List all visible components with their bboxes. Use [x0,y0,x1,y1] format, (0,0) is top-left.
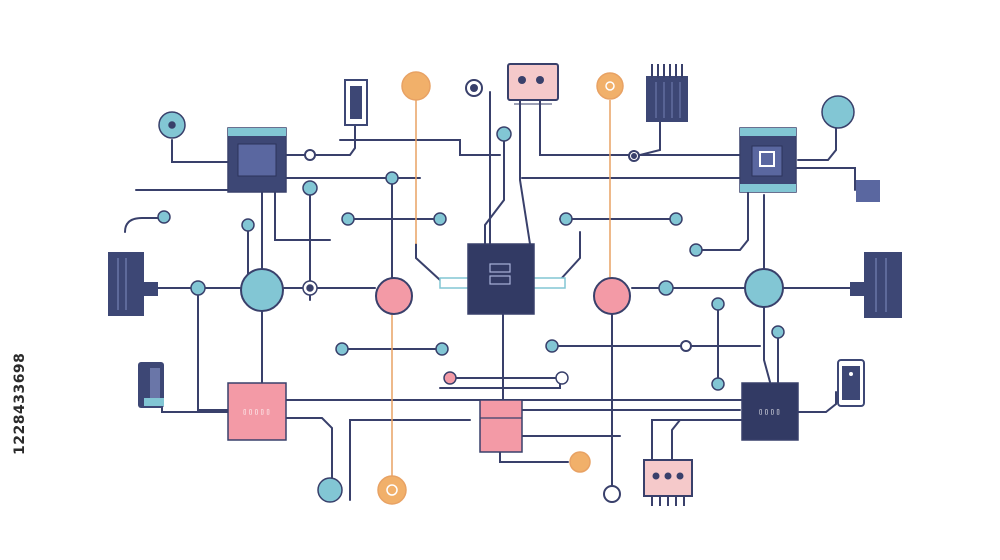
node-large-pink-left [375,277,413,315]
ribbon-connector-top-right [646,64,688,122]
connector-top-left [344,79,368,126]
orange-nodes [377,71,624,505]
chip-top-right [739,127,797,193]
pin-header-bottom [643,459,693,506]
side-connector-right [850,252,902,318]
chip-top-left [227,127,287,193]
component-right-bottom [837,359,865,407]
ring-nodes [304,79,692,503]
chip-pink-left-label: ▯▯▯▯▯ [242,407,271,416]
node-large-teal-right [744,268,784,308]
chip-navy-right: ▯▯▯▯ [741,382,799,441]
side-connector-left [108,252,158,316]
orange-wires [391,100,611,476]
chip-pink-center [479,399,523,453]
pin-header-top [507,63,559,110]
small-nodes [157,95,855,503]
small-module-right [856,180,880,202]
node-large-pink-right [593,277,631,315]
cpu-chip-center [439,243,566,315]
node-large-teal-left [240,268,284,312]
chip-pink-left: ▯▯▯▯▯ [227,382,287,441]
chip-navy-right-label: ▯▯▯▯ [758,407,781,416]
stock-image-id: 1228433698 [12,352,28,455]
component-left-bottom [138,362,164,408]
